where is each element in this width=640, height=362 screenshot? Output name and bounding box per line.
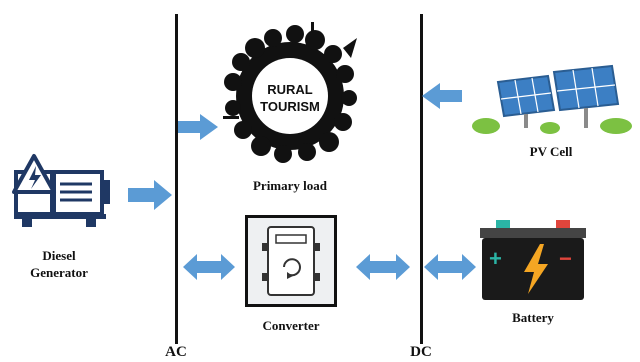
ac-bus-label: AC (165, 344, 187, 360)
ac-converter-arrow (183, 254, 235, 280)
diesel-generator-icon (12, 154, 110, 227)
solar-panel-icon (472, 64, 632, 134)
converter-dc-arrow (356, 254, 410, 280)
generator-to-ac-arrow (128, 180, 172, 210)
diesel-generator-label-line2: Generator (30, 265, 88, 280)
battery-plus-sign: + (489, 246, 502, 271)
pv-to-dc-arrow (422, 83, 462, 109)
dc-bus-line (420, 14, 423, 344)
pv-cell-label: PV Cell (529, 144, 573, 159)
diesel-generator-label-line1: Diesel (42, 248, 76, 263)
converter-label: Converter (262, 318, 320, 333)
dc-battery-arrow (424, 254, 476, 280)
dc-bus-label: DC (410, 344, 432, 360)
converter-icon (262, 226, 320, 296)
ac-to-load-arrow (178, 114, 218, 140)
primary-load-label: Primary load (252, 178, 327, 193)
battery-minus-sign: − (559, 246, 572, 271)
rural-tourism-badge-line1: RURAL (267, 82, 313, 97)
battery-label: Battery (512, 310, 554, 325)
ac-bus-line (175, 14, 178, 344)
rural-tourism-icon: RURAL TOURISM (223, 22, 357, 163)
rural-tourism-badge-line2: TOURISM (260, 99, 320, 114)
battery-icon (480, 220, 586, 300)
